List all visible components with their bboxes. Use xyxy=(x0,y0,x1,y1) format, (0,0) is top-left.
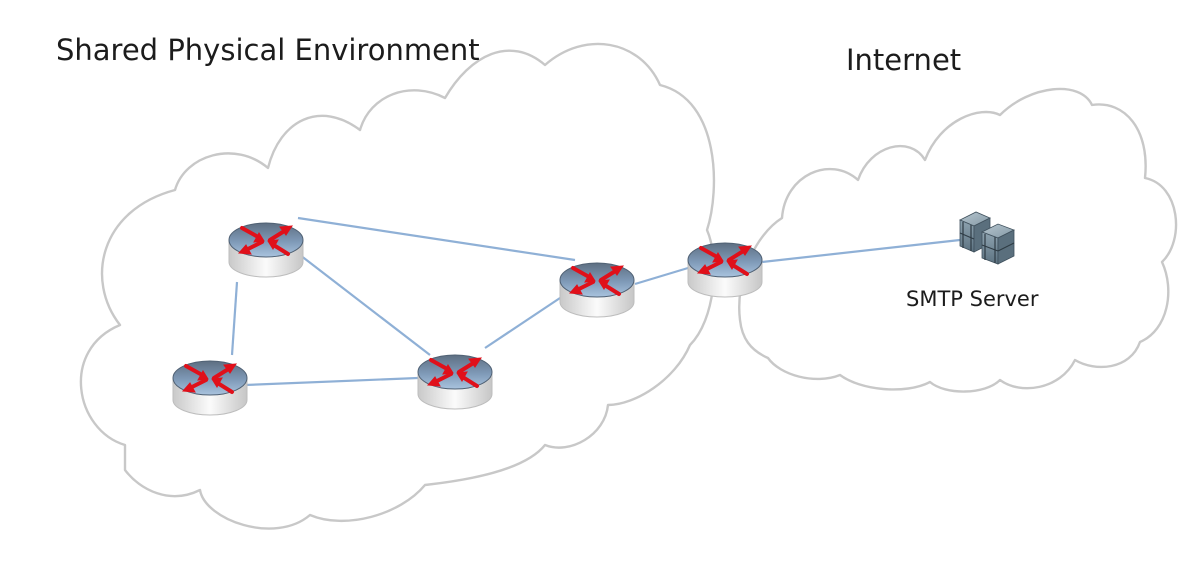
link-r2-r3 xyxy=(244,376,419,387)
smtp-server-label: SMTP Server xyxy=(906,287,1039,311)
internet-label: Internet xyxy=(846,43,961,77)
router-icon xyxy=(558,261,636,319)
router-icon xyxy=(416,353,494,411)
router-icon xyxy=(227,221,305,279)
shared-environment-label: Shared Physical Environment xyxy=(56,33,480,67)
link-r1-r3 xyxy=(299,254,431,356)
router-icon xyxy=(171,359,249,417)
router-r3[interactable] xyxy=(416,353,494,411)
link-r5-smtp xyxy=(761,238,961,264)
links-layer xyxy=(230,216,961,387)
link-r4-r5 xyxy=(634,266,689,286)
router-r4[interactable] xyxy=(558,261,636,319)
link-r1-r2 xyxy=(230,281,239,356)
router-icon xyxy=(686,241,764,299)
router-r1[interactable] xyxy=(227,221,305,279)
router-r2[interactable] xyxy=(171,359,249,417)
router-r5-edge[interactable] xyxy=(686,241,764,299)
link-r1-r4 xyxy=(297,216,576,262)
server-icon xyxy=(959,211,1015,265)
link-r3-r4 xyxy=(484,297,561,349)
smtp-server[interactable] xyxy=(959,211,1015,265)
